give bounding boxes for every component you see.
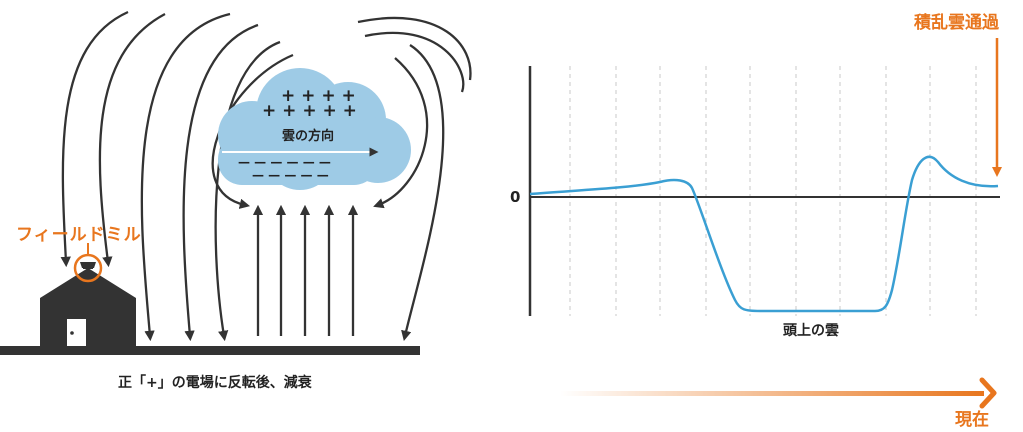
zero-label: 0 [510,188,521,206]
cloud-minus-row-1: — — — — — — [238,155,331,169]
cloud-plus-row-2: + + + + + [262,101,357,121]
time-arrow-shaft [560,391,984,396]
field-mill-icon [73,253,103,283]
upward-field-arrows [252,204,359,336]
left-caption: 正「+」の電場に反転後、減衰 [118,375,312,391]
overhead-cloud-label: 頭上の雲 [783,323,839,339]
cloud-direction-label: 雲の方向 [282,129,335,144]
now-label: 現在 [955,410,989,430]
field-curve [529,155,999,313]
field-mill-label: フィールドミル [16,225,142,245]
cloud-plus-row-1: + + + + [281,86,356,106]
house [40,268,136,346]
field-lines [60,10,472,342]
chart-frame [528,66,1000,316]
time-arrow-head [979,377,997,409]
ground [0,346,420,355]
cloud-minus-row-2: — — — — — [252,168,329,182]
passing-label: 積乱雲通過 [914,13,999,33]
